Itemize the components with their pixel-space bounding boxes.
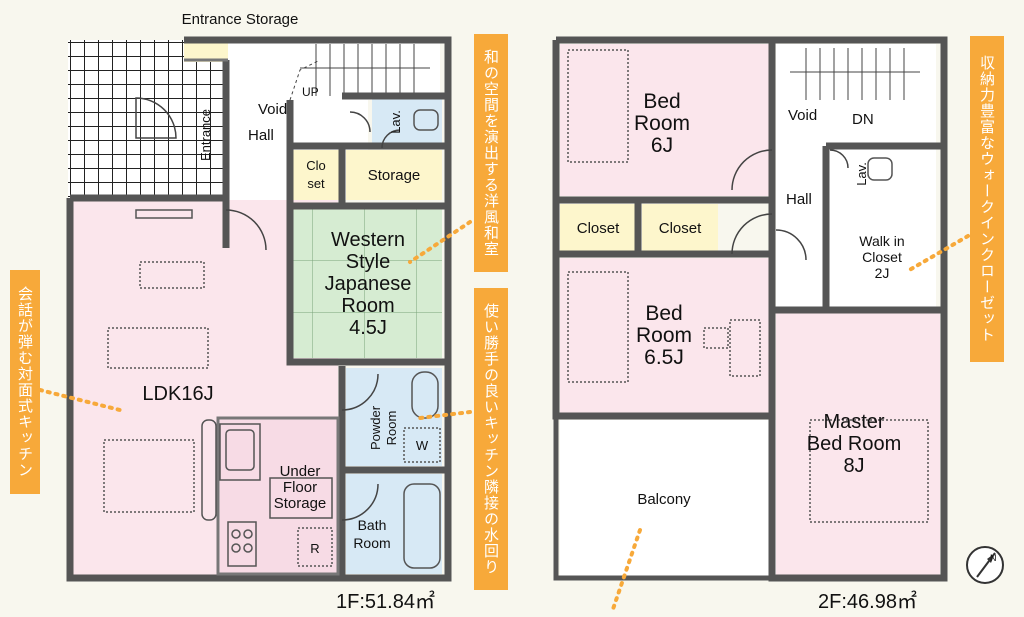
fridge-mark: R: [310, 541, 319, 556]
under-floor-storage-label-2: Floor: [283, 479, 317, 496]
balcony-label: Balcony: [637, 491, 691, 508]
void-label-2f: Void: [788, 107, 817, 124]
master-label-1: Master: [823, 411, 884, 433]
closet-label-1f-b: set: [307, 176, 325, 191]
balcony-floor: [560, 420, 776, 576]
western-room-label-3: Japanese: [325, 273, 412, 295]
walls-1f: [66, 36, 452, 582]
bed2-label-3: 6.5J: [644, 346, 684, 369]
entrance-storage-label: Entrance Storage: [182, 11, 299, 28]
stairs-2f: [790, 48, 920, 100]
storage1-floor: [346, 150, 442, 200]
powder-room-label-1: Powder: [368, 405, 383, 450]
western-room-label-1: Western: [331, 229, 405, 251]
bed2-label-2: Room: [636, 324, 692, 347]
labels-2f: Bed Room 6J Void DN Lav. Hall Closet Clo…: [577, 90, 905, 508]
walkin-label-3: 2J: [875, 265, 890, 281]
bed1-label-2: Room: [634, 112, 690, 135]
callout-leaders: [38, 220, 970, 614]
fixtures-1f: [103, 109, 441, 569]
entrance-label: Entrance: [198, 109, 213, 161]
balcony-outline: [553, 413, 775, 581]
void-label-1f: Void: [258, 101, 287, 118]
compass-north-icon: N: [966, 546, 1004, 584]
fixtures-2f: [567, 49, 929, 523]
hall-label-2f: Hall: [786, 191, 812, 208]
dn-label: DN: [852, 111, 874, 128]
walkin-label-2: Closet: [862, 249, 902, 265]
bath-room-label-1: Bath: [358, 517, 387, 533]
master-floor: [776, 312, 940, 576]
walkin-label-1: Walk in: [859, 233, 904, 249]
inner-walls-1f: [184, 58, 340, 576]
bed2-label-1: Bed: [645, 302, 682, 325]
stairs-1f: [289, 44, 430, 101]
bed1-floor: [560, 44, 770, 196]
porch-tile-floor: [186, 60, 226, 198]
master-label-3: 8J: [843, 455, 864, 477]
callout-kitchen: 会話が弾む対面式キッチン: [10, 270, 40, 494]
bed2-floor: [560, 258, 770, 414]
ldk-label: LDK16J: [142, 383, 213, 405]
entrance-storage-floor: [184, 40, 228, 62]
closet2a-floor: [560, 204, 636, 252]
storage-label-1f: Storage: [368, 167, 421, 184]
callout-water: 使い勝手の良いキッチン隣接の水回り: [474, 288, 508, 590]
bed1-label-3: 6J: [651, 134, 673, 157]
floor1-area-label: 1F:51.84㎡: [336, 589, 435, 613]
closet-label-2f-a: Closet: [577, 220, 620, 237]
bath-room-label-2: Room: [353, 535, 390, 551]
master-label-2: Bed Room: [807, 433, 902, 455]
western-room-label-5: 4.5J: [349, 317, 387, 339]
powder-room-label-2: Room: [384, 411, 399, 446]
hall2-floor: [776, 44, 936, 308]
floor-2: Bed Room 6J Void DN Lav. Hall Closet Clo…: [552, 36, 1004, 584]
callout-closet: 収納力豊富なウォークインクローゼット: [970, 36, 1004, 362]
svg-text:N: N: [990, 553, 997, 563]
lav-label-1f: Lav.: [388, 110, 403, 134]
closet2b-floor: [642, 204, 718, 252]
hall-label-1f: Hall: [248, 127, 274, 144]
bath-floor: [346, 474, 442, 574]
lav1-floor: [372, 96, 442, 146]
callout-washitsu: 和の空間を演出する洋風和室: [474, 34, 508, 272]
stairs-floor: [290, 40, 440, 100]
lav-label-2f: Lav.: [854, 162, 869, 186]
closet1-floor: [292, 150, 340, 200]
labels-1f: Entrance Storage Entrance Void UP Hall L…: [142, 11, 428, 556]
western-room-label-2: Style: [346, 251, 390, 273]
under-floor-storage-label-3: Storage: [274, 495, 327, 512]
doors-1f: [135, 97, 401, 521]
floor-1: Entrance Storage Entrance Void UP Hall L…: [66, 11, 452, 582]
doors-2f: [731, 149, 849, 261]
washer-mark: W: [416, 438, 429, 453]
powder-floor: [346, 368, 442, 466]
entrance-tile-floor: [68, 40, 186, 198]
bed1-label-1: Bed: [643, 90, 680, 113]
under-floor-storage-label-1: Under: [280, 463, 321, 480]
tatami-floor: [292, 206, 442, 358]
up-label: UP: [302, 85, 319, 99]
western-room-label-4: Room: [341, 295, 394, 317]
closet-label-2f-b: Closet: [659, 220, 702, 237]
floor2-area-label: 2F:46.98㎡: [818, 589, 917, 613]
closet-label-1f-a: Clo: [306, 158, 326, 173]
